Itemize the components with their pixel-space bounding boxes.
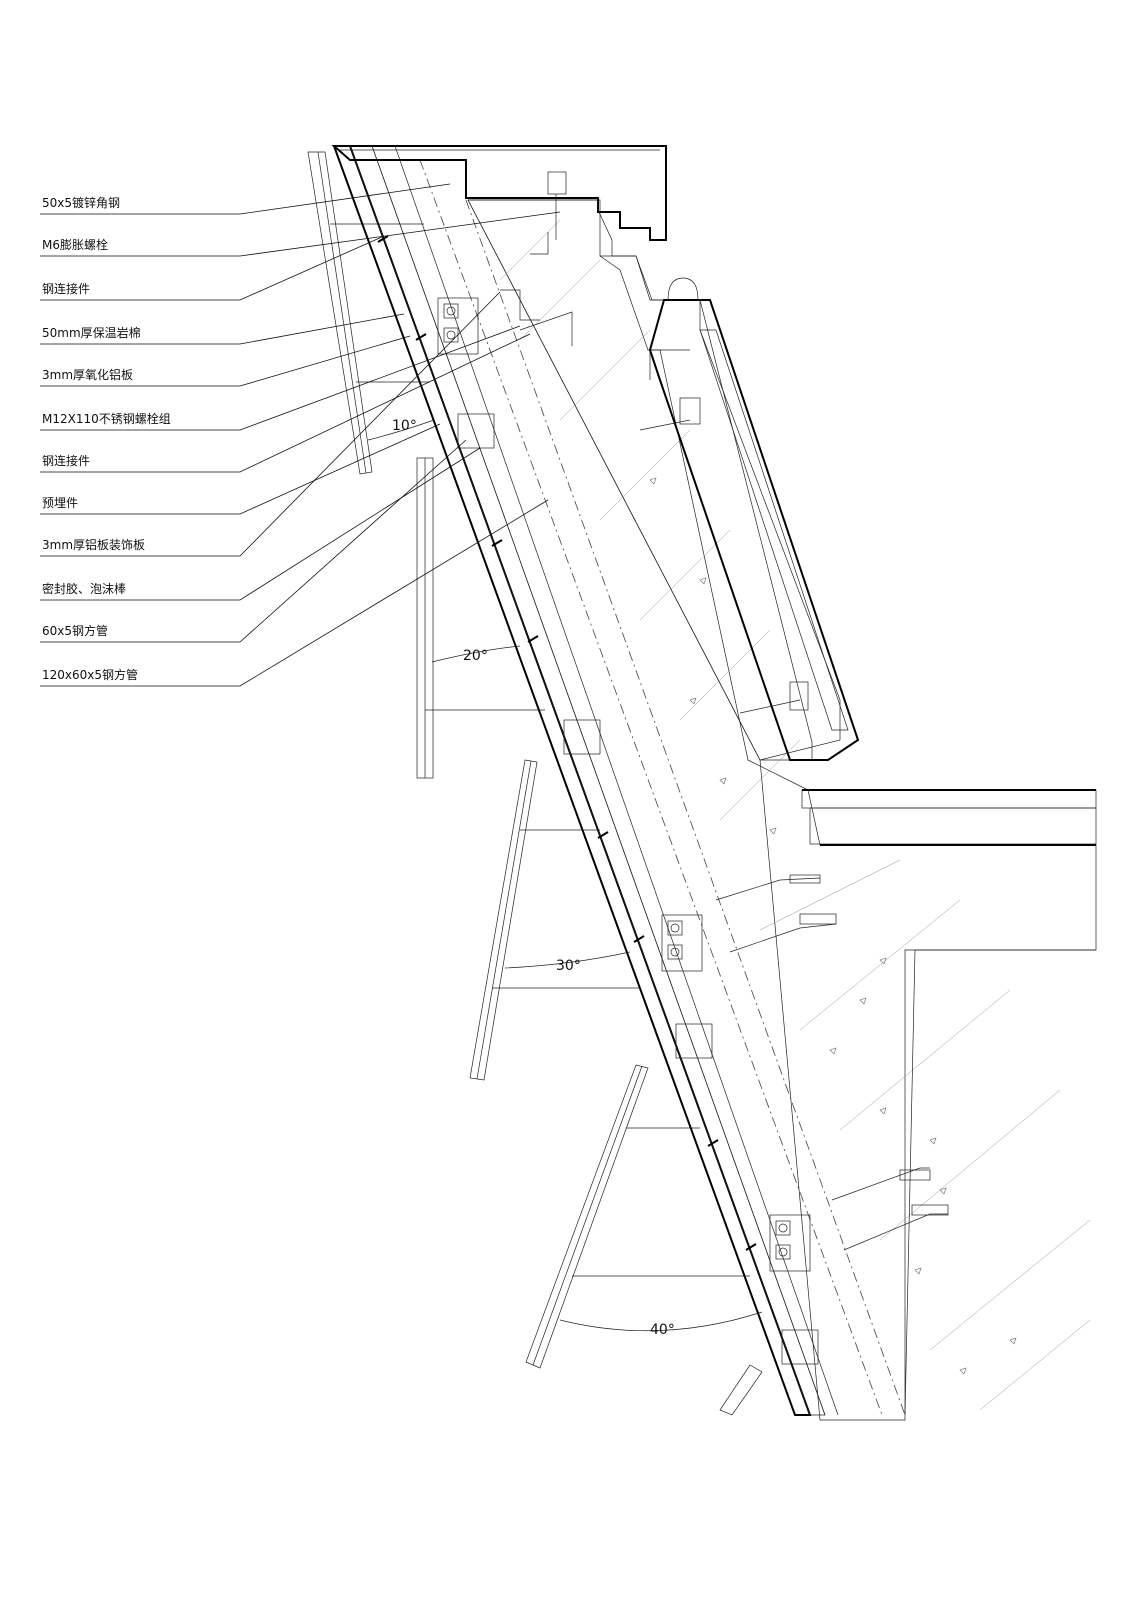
bolt-plate-1 bbox=[437, 297, 479, 355]
concrete-hatch bbox=[499, 219, 1091, 1411]
label-steel-connector-2: 钢连接件 bbox=[42, 453, 90, 468]
label-square-tube-120: 120x60x5钢方管 bbox=[42, 667, 138, 682]
facade-brackets bbox=[377, 171, 949, 1365]
shading-fin-20 bbox=[416, 457, 545, 779]
shading-fin-30 bbox=[469, 759, 640, 1081]
leader-lines bbox=[40, 183, 561, 687]
label-rock-wool: 50mm厚保温岩棉 bbox=[42, 325, 141, 340]
floor-slab bbox=[801, 789, 1097, 846]
label-steel-connector-1: 钢连接件 bbox=[42, 281, 90, 296]
label-square-tube-60: 60x5钢方管 bbox=[42, 623, 108, 638]
angle-label-40: 40° bbox=[650, 1322, 675, 1338]
concrete-aggregate-marks bbox=[649, 477, 1017, 1375]
upper-right-parapet bbox=[639, 277, 860, 761]
shading-fin-40 bbox=[525, 1064, 763, 1369]
label-decorative-panel: 3mm厚铝板装饰板 bbox=[42, 537, 145, 552]
angle-label-10: 10° bbox=[392, 418, 417, 434]
sloped-wall-section bbox=[331, 145, 1097, 1421]
bolt-plate-2 bbox=[661, 914, 703, 972]
label-angle-steel: 50x5镀锌角钢 bbox=[42, 196, 120, 210]
bolt-plate-3 bbox=[769, 1214, 811, 1272]
label-sealant: 密封胶、泡沫棒 bbox=[42, 581, 126, 596]
angle-label-20: 20° bbox=[463, 648, 488, 664]
shading-fin-partial bbox=[719, 1364, 763, 1416]
lower-column-block bbox=[904, 949, 1096, 1416]
angle-label-30: 30° bbox=[556, 958, 581, 974]
label-bolt-group: M12X110不锈钢螺栓组 bbox=[42, 411, 171, 426]
callout-labels: 50x5镀锌角钢 M6膨胀螺栓 钢连接件 50mm厚保温岩棉 3mm厚氧化铝板 … bbox=[42, 196, 171, 682]
label-embedded-part: 预埋件 bbox=[42, 496, 78, 510]
label-anodized-panel: 3mm厚氧化铝板 bbox=[42, 367, 133, 382]
label-expansion-bolt: M6膨胀螺栓 bbox=[42, 237, 108, 252]
